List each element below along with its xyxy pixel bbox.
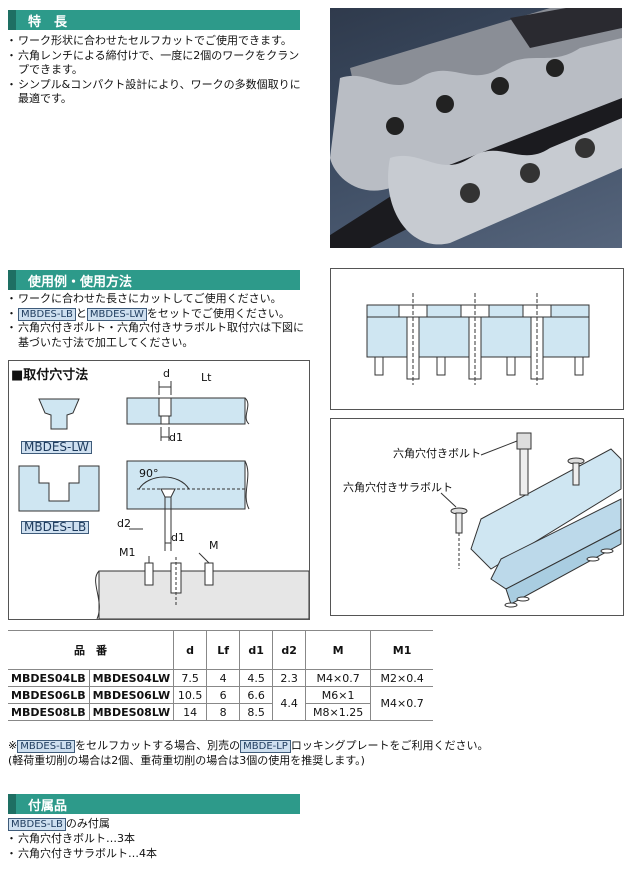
cell-lf: 4 [206,669,241,687]
cell-lf: 6 [206,686,241,704]
header-d1: d1 [239,630,274,670]
header-part-no: 品 番 [8,630,175,670]
header-d: d [173,630,208,670]
assembly-diagram: 六角穴付きボルト 六角穴付きサラボルト [330,418,624,616]
cell-lw: MBDES08LW [88,703,175,721]
mounting-hole-diagram: ■取付穴寸法 MBDES-LW MBDE [8,360,310,620]
note-line-2: (軽荷重切削の場合は2個、重荷重切削の場合は3個の使用を推奨します。) [8,754,365,767]
part-tag: MBDE-LP [240,740,291,753]
usage-title: 使用例・使用方法 [28,274,133,290]
header-marker [8,10,16,30]
note-prefix: ※ [8,739,18,752]
part-tag: MBDES-LW [86,307,147,321]
dim-d1-upper: d1 [169,431,183,444]
label-m1: M1 [119,546,136,559]
cell-d: 7.5 [173,669,208,687]
header-marker [8,270,16,290]
list-item: 六角穴付きボルト…3本 [6,832,157,847]
cell-m: M6×1 [305,686,372,704]
spec-table: 品 番 d Lf d1 d2 M M1 MBDES04LB MBDES04LW … [8,630,434,721]
cell-d2: 2.3 [272,669,307,687]
accessories-title: 付属品 [28,798,68,814]
label-m: M [209,539,219,552]
cell-m: M4×0.7 [305,669,372,687]
cell-m1: M2×0.4 [370,669,434,687]
dim-d: d [163,367,170,380]
dim-d2: d2 [117,517,131,530]
dim-lt: Lt [201,371,212,384]
list-item: 六角穴付きサラボルト…4本 [6,847,157,862]
features-list: ワーク形状に合わせたセルフカットでご使用できます。 六角レンチによる締付けで、一… [6,34,304,107]
header-marker [8,794,16,814]
product-photo [330,8,622,248]
mounting-title: ■取付穴寸法 [11,368,89,383]
usage-list: ワークに合わせた長さにカットしてご使用ください。 MBDES-LBとMBDES-… [6,292,308,350]
table-row: MBDES04LB MBDES04LW 7.5 4 4.5 2.3 M4×0.7… [8,669,434,687]
lb-label: MBDES-LB [21,521,90,534]
cell-d1: 4.5 [239,669,274,687]
list-item: ワーク形状に合わせたセルフカットでご使用できます。 [6,34,304,49]
cell-d1: 6.6 [239,686,274,704]
cell-d1: 8.5 [239,703,274,721]
accessories-list: 六角穴付きボルト…3本 六角穴付きサラボルト…4本 [6,832,157,862]
part-tag: MBDES-LB [18,307,76,321]
list-item: 六角穴付きボルト・六角穴付きサラボルト取付穴は下図に基づいた寸法で加工してくださ… [6,321,308,350]
features-header: 特 長 [8,10,300,30]
cell-lb: MBDES06LB [8,686,90,704]
list-item: ワークに合わせた長さにカットしてご使用ください。 [6,292,308,307]
list-item: シンプル&コンパクト設計により、ワークの多数個取りに最適です。 [6,78,304,107]
usage-text: と [75,306,87,320]
part-tag: MBDES-LB [8,818,66,831]
list-item: 六角レンチによる締付けで、一度に2個のワークをクランプできます。 [6,49,304,78]
part-tag: MBDES-LB [17,740,76,753]
note-text: ロッキングプレートをご利用ください。 [290,739,489,752]
flat-bolt-label: 六角穴付きサラボルト [343,481,453,494]
cell-m1: M4×0.7 [370,686,434,721]
cell-d: 14 [173,703,208,721]
accessories-text: のみ付属 [65,817,110,830]
header-d2: d2 [272,630,307,670]
cell-lb: MBDES04LB [8,669,90,687]
mounting-drawing [18,381,309,619]
cell-m: M8×1.25 [305,703,372,721]
cell-lf: 8 [206,703,241,721]
header-m1: M1 [370,630,434,670]
features-title: 特 長 [28,14,68,30]
usage-text: をセットでご使用ください。 [146,306,290,320]
table-row: MBDES08LB MBDES08LW 14 8 8.5 M8×1.25 [8,703,433,721]
accessories-header: 付属品 [8,794,300,814]
cell-lw: MBDES06LW [88,686,175,704]
usage-header: 使用例・使用方法 [8,270,300,290]
cell-d2: 4.4 [272,686,307,721]
table-row: MBDES06LB MBDES06LW 10.5 6 6.6 4.4 M6×1 … [8,686,434,721]
header-lf: Lf [206,630,241,670]
cell-lw: MBDES04LW [88,669,175,687]
cell-d: 10.5 [173,686,208,704]
section-view-diagram [330,268,624,410]
note-text: をセルフカットする場合、別売の [75,739,241,752]
angle-label: 90° [139,467,159,480]
lw-label: MBDES-LW [21,441,92,454]
bolt-label: 六角穴付きボルト [393,447,481,460]
table-header-row: 品 番 d Lf d1 d2 M M1 [8,630,434,670]
header-m: M [305,630,372,670]
dim-d1-lower: d1 [171,531,185,544]
cell-lb: MBDES08LB [8,703,90,721]
